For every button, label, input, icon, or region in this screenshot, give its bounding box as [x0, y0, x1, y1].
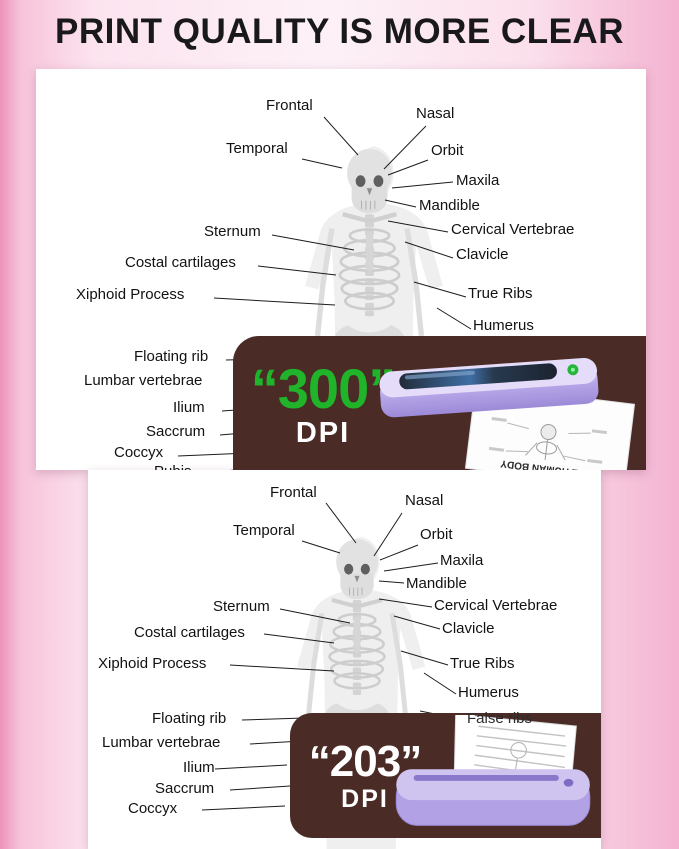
paper-slot: [413, 775, 559, 781]
anatomy-label: Maxila: [456, 172, 500, 189]
anatomy-label: Clavicle: [442, 620, 495, 637]
anatomy-label: Clavicle: [456, 246, 509, 263]
anatomy-label: Orbit: [431, 142, 464, 159]
anatomy-label: Maxila: [440, 552, 484, 569]
anatomy-label: Costal cartilages: [134, 624, 245, 641]
page-title: PRINT QUALITY IS MORE CLEAR: [55, 12, 624, 51]
anatomy-label: Floating rib: [152, 710, 227, 727]
anatomy-label: Coccyx: [114, 444, 164, 461]
anatomy-label: Floating rib: [134, 348, 209, 365]
anatomy-label: Lumbar vertebrae: [102, 734, 221, 751]
anatomy-label: True Ribs: [450, 655, 515, 672]
dpi-value: “300”: [250, 357, 396, 420]
anatomy-label: Costal cartilages: [125, 254, 236, 271]
printer-body: [395, 769, 591, 826]
anatomy-label: Ilium: [173, 399, 205, 416]
anatomy-label: False ribs: [467, 710, 533, 727]
leader-lines: [201, 502, 466, 811]
anatomy-label: Nasal: [416, 105, 455, 122]
dpi-unit: DPI: [295, 417, 351, 449]
anatomy-label: Ilium: [183, 759, 215, 776]
printer-photo: THE HUMAN BODY: [379, 357, 636, 470]
anatomy-label: Lumbar vertebrae: [84, 372, 203, 389]
anatomy-label: Coccyx: [128, 800, 178, 817]
anatomy-label: Sternum: [213, 598, 270, 615]
anatomy-label: Xiphoid Process: [76, 286, 185, 303]
anatomy-label: Saccrum: [146, 423, 206, 440]
anatomy-label: Cervical Vertebrae: [451, 221, 575, 238]
anatomy-label: Saccrum: [155, 780, 215, 797]
anatomy-label: Temporal: [233, 522, 295, 539]
anatomy-label: Pubis: [154, 463, 192, 470]
anatomy-label: Nasal: [405, 492, 444, 509]
power-button-icon: [563, 778, 574, 787]
anatomy-label: True Ribs: [468, 285, 533, 302]
dpi-203-banner: “203” DPI: [290, 713, 601, 838]
printer-illustration: [395, 715, 591, 826]
dpi-300-banner: “300” DPI: [233, 336, 646, 470]
panel-300dpi: Frontal Nasal Temporal Orbit Maxila Mand…: [36, 69, 646, 470]
anatomy-label: Orbit: [420, 526, 453, 543]
anatomy-label: Frontal: [266, 97, 313, 114]
anatomy-label: Mandible: [406, 575, 467, 592]
dpi-callout: “300” DPI: [233, 336, 413, 470]
printer-body: [379, 357, 599, 418]
panel-203dpi: Frontal Nasal Temporal Orbit Maxila Mand…: [88, 470, 601, 849]
anatomy-label: Frontal: [270, 484, 317, 501]
anatomy-label: Xiphoid Process: [98, 655, 207, 672]
printed-page: THE HUMAN BODY: [464, 384, 636, 470]
anatomy-label: Temporal: [226, 140, 288, 157]
dpi-unit: DPI: [341, 785, 389, 813]
anatomy-label: Humerus: [473, 317, 534, 334]
anatomy-label: Humerus: [458, 684, 519, 701]
anatomy-label: Mandible: [419, 197, 480, 214]
anatomy-label: Sternum: [204, 223, 261, 240]
anatomy-label: Cervical Vertebrae: [434, 597, 558, 614]
